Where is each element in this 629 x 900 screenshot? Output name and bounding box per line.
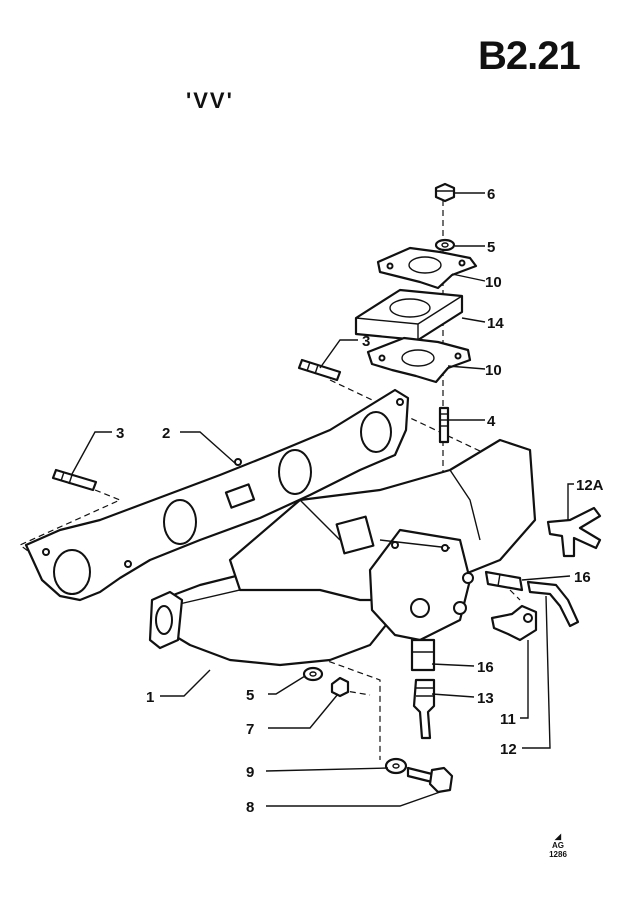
stamp-line-1: AG <box>552 841 564 850</box>
stud-3-right <box>297 358 342 382</box>
manifold-gasket-2 <box>24 388 410 602</box>
bolt-8 <box>406 766 454 794</box>
gasket-10-upper <box>376 246 478 290</box>
callout-6: 6 <box>487 186 495 203</box>
callouts: 6 5 10 14 10 4 3 3 2 12A 16 16 13 1 5 7 … <box>116 186 604 816</box>
pipe-12 <box>526 580 580 628</box>
inlet-manifold-1 <box>148 438 537 667</box>
callout-10-lower: 10 <box>485 362 502 379</box>
washer-5-lower <box>302 666 324 682</box>
leader-lines <box>71 192 574 807</box>
tee-12a <box>546 506 602 558</box>
union-16-lower <box>410 638 436 672</box>
nut-6 <box>434 182 456 203</box>
gasket-10-lower <box>366 336 472 384</box>
callout-5-lower: 5 <box>246 687 254 704</box>
callout-3-left: 3 <box>116 425 124 442</box>
spacer-14 <box>354 288 464 342</box>
callout-11: 11 <box>500 711 516 728</box>
callout-9: 9 <box>246 764 254 781</box>
callout-14: 14 <box>487 315 504 332</box>
callout-3-right: 3 <box>362 333 370 350</box>
stud-3-left <box>51 468 98 492</box>
washer-5-top <box>434 238 456 252</box>
callout-16-right: 16 <box>574 569 591 586</box>
callout-4: 4 <box>487 413 496 430</box>
callout-2: 2 <box>162 425 170 442</box>
logo-icon: ◢ <box>554 832 562 841</box>
washer-9 <box>384 757 408 775</box>
callout-16-lower: 16 <box>477 659 494 676</box>
callout-1: 1 <box>146 689 154 706</box>
callout-5-top: 5 <box>487 239 495 256</box>
callout-12: 12 <box>500 741 517 758</box>
elbow-11 <box>490 604 538 642</box>
page-code: B2.21 <box>478 34 581 78</box>
callout-10-upper: 10 <box>485 274 502 291</box>
union-16-right <box>484 570 524 592</box>
connector-13 <box>412 678 436 740</box>
callout-8: 8 <box>246 799 254 816</box>
stud-4 <box>438 406 450 444</box>
drawing-stamp: ◢ AG 1286 <box>541 832 575 859</box>
nut-7 <box>330 676 350 698</box>
callout-12a: 12A <box>576 477 604 494</box>
stamp-line-2: 1286 <box>549 850 567 859</box>
callout-13: 13 <box>477 690 494 707</box>
callout-7: 7 <box>246 721 254 738</box>
variant-label: 'VV' <box>186 88 234 113</box>
